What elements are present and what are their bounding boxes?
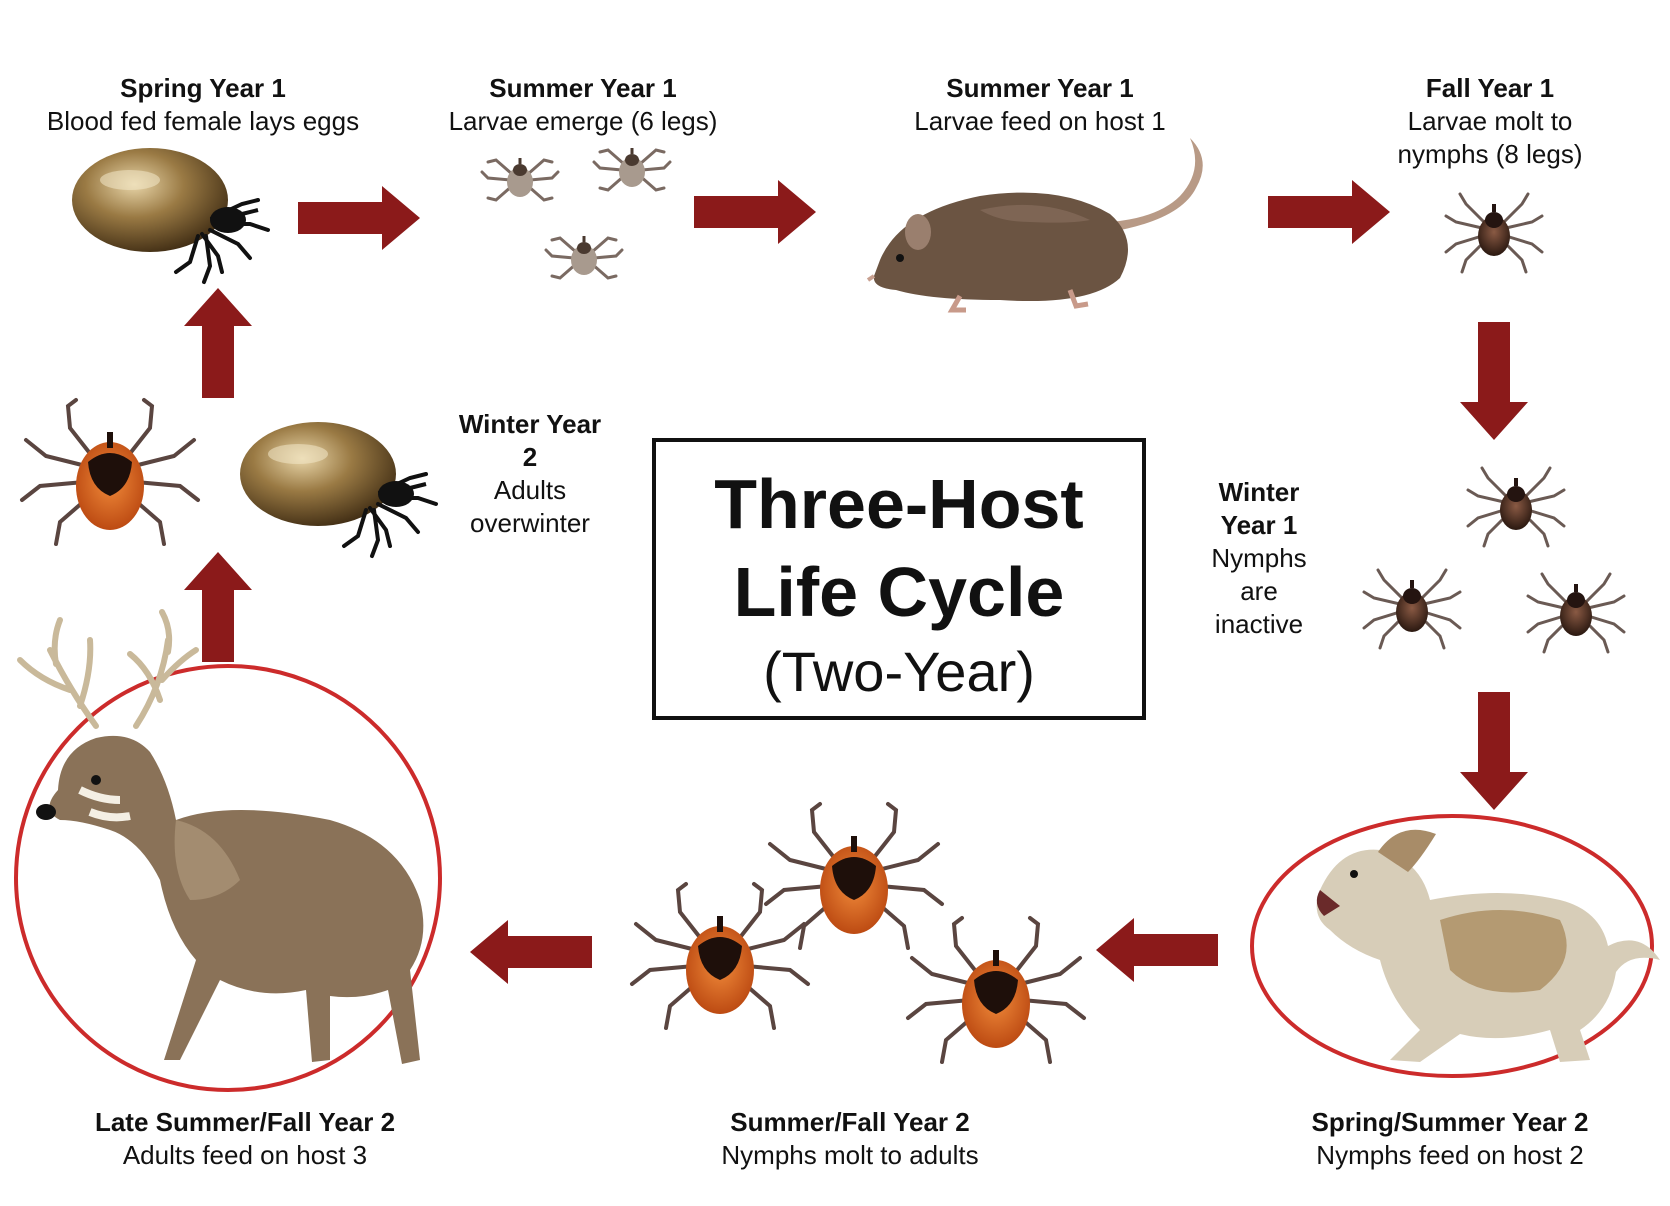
stage-label-spring-summer-y2: Spring/Summer Year 2 Nymphs feed on host… [1270, 1106, 1630, 1172]
stage-text: Nymphs are inactive [1211, 543, 1307, 639]
stage-label-fall-y1: Fall Year 1 Larvae molt to nymphs (8 leg… [1370, 72, 1610, 171]
stage-text: Nymphs feed on host 2 [1316, 1140, 1584, 1170]
larva-icon [480, 156, 560, 202]
stage-title: Spring Year 1 [120, 73, 286, 103]
stage-text: Blood fed female lays eggs [46, 106, 360, 136]
stage-text: Nymphs molt to adults [721, 1140, 979, 1170]
title-line-2: Life Cycle [733, 553, 1065, 631]
arrow-icon [470, 920, 592, 984]
adult-tick-icon [632, 884, 808, 1028]
stage-label-winter-y1: Winter Year 1 Nymphs are inactive [1194, 476, 1324, 641]
arrow-icon [694, 180, 816, 244]
rat-icon [866, 138, 1203, 313]
dog-icon [1250, 814, 1660, 1078]
stage-label-winter-y2: Winter Year 2 Adults overwinter [450, 408, 610, 540]
nymph-icon [1466, 466, 1566, 548]
stage-title: Spring/Summer Year 2 [1311, 1107, 1589, 1137]
arrow-icon [1268, 180, 1390, 244]
stage-text: Adults feed on host 3 [122, 1140, 368, 1170]
stage-title: Summer/Fall Year 2 [730, 1107, 970, 1137]
stage-label-summer-y1-feed: Summer Year 1 Larvae feed on host 1 [880, 72, 1200, 138]
title-line-3: (Two-Year) [763, 640, 1035, 703]
arrow-icon [184, 552, 252, 662]
larva-icon [592, 146, 672, 192]
adult-tick-icon [766, 804, 942, 948]
adult-tick-icon [908, 918, 1084, 1062]
stage-label-late-summer-fall-y2: Late Summer/Fall Year 2 Adults feed on h… [40, 1106, 450, 1172]
stage-title: Summer Year 1 [946, 73, 1134, 103]
stage-title: Winter Year 2 [458, 409, 602, 472]
arrow-icon [1460, 692, 1528, 810]
stage-title: Summer Year 1 [489, 73, 677, 103]
stage-text: Larvae feed on host 1 [914, 106, 1166, 136]
larva-icon [544, 234, 624, 280]
engorged-tick-icon [70, 146, 270, 284]
arrow-icon [184, 288, 252, 398]
stage-label-summer-fall-y2: Summer/Fall Year 2 Nymphs molt to adults [680, 1106, 1020, 1172]
stage-text: Adults overwinter [470, 475, 590, 538]
stage-label-summer-y1-emerge: Summer Year 1 Larvae emerge (6 legs) [418, 72, 748, 138]
engorged-tick-icon [238, 420, 438, 558]
arrow-icon [1096, 918, 1218, 982]
stage-text: Larvae molt to nymphs (8 legs) [1397, 106, 1583, 169]
title-line-1: Three-Host [714, 465, 1084, 543]
stage-label-spring-y1: Spring Year 1 Blood fed female lays eggs [8, 72, 398, 138]
adult-tick-icon [22, 400, 198, 544]
arrow-icon [298, 186, 420, 250]
nymph-icon [1526, 572, 1626, 654]
stage-text: Larvae emerge (6 legs) [448, 106, 718, 136]
stage-title: Fall Year 1 [1425, 73, 1555, 103]
title-box: Three-Host Life Cycle (Two-Year) [652, 438, 1146, 720]
nymph-icon [1362, 568, 1462, 650]
stage-title: Winter Year 1 [1218, 477, 1300, 540]
stage-title: Late Summer/Fall Year 2 [94, 1107, 396, 1137]
deer-icon [14, 609, 442, 1092]
arrow-icon [1460, 322, 1528, 440]
nymph-icon [1444, 192, 1544, 274]
